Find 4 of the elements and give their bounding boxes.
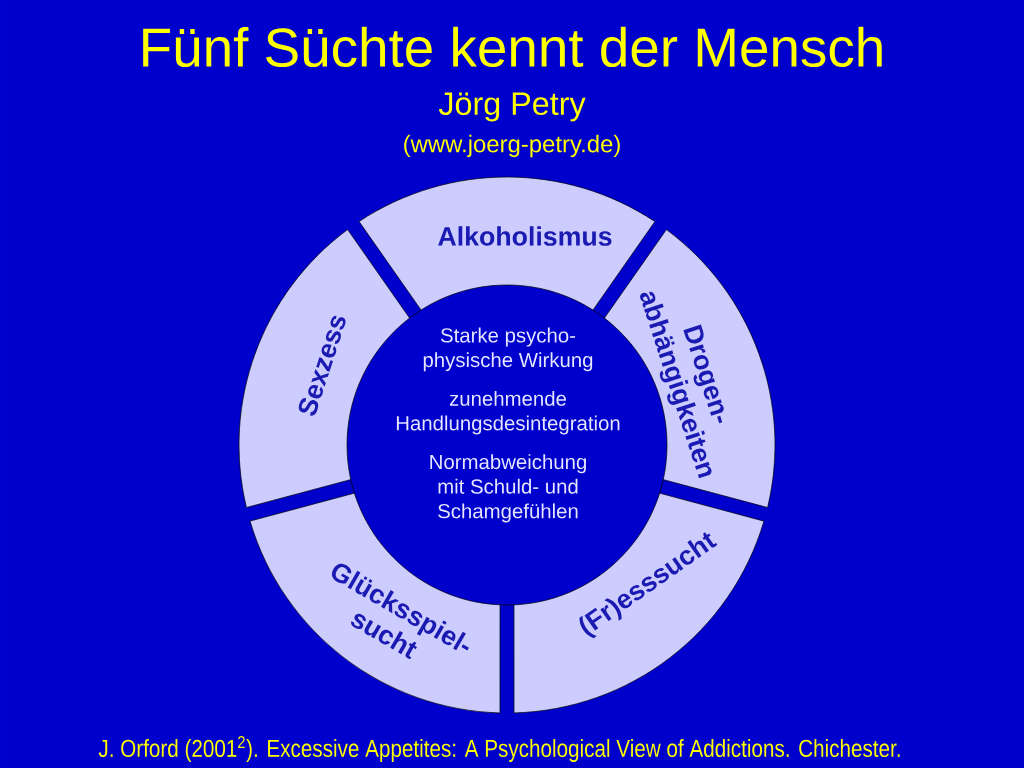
title: Fünf Süchte kennt der Mensch [143,26,882,68]
citation: J. Orford (2001$^{2}$). Excessive Appetites: A Psychological View of Addictions. Chichester. [98,736,900,762]
author-name: Jörg Petry [438,92,586,122]
website-address: (www.joerg-petry.de) [404,134,620,158]
